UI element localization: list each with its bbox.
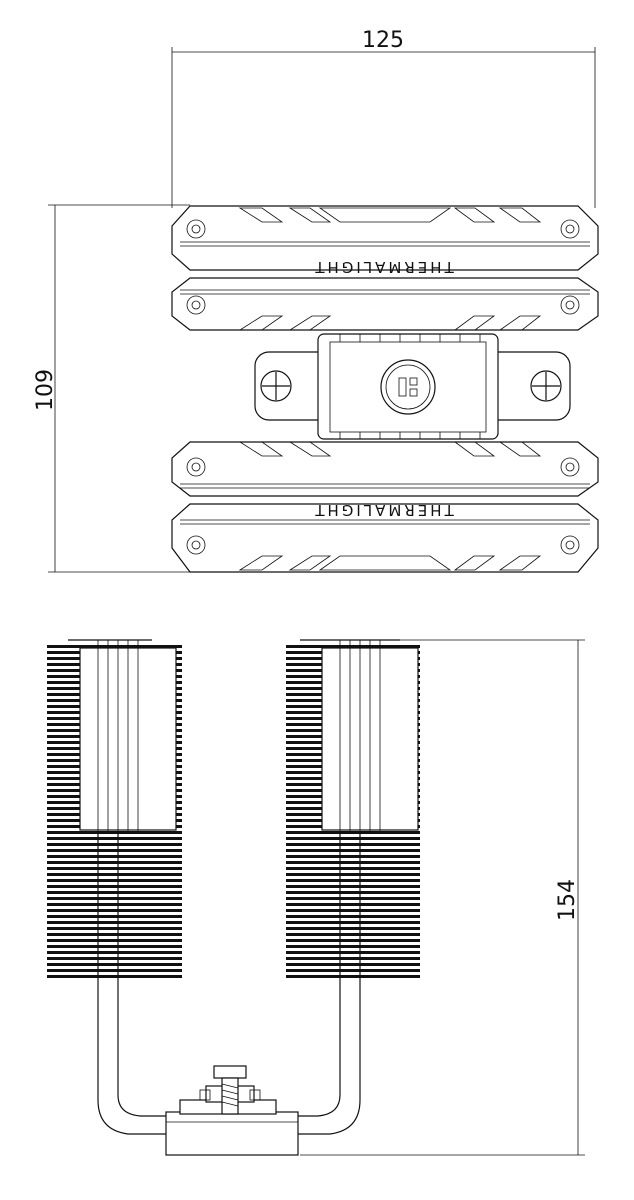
fin — [286, 885, 420, 888]
fin — [286, 861, 420, 864]
fin — [286, 849, 420, 852]
fin — [47, 855, 182, 858]
fin — [47, 969, 182, 972]
dimension-width-label: 125 — [362, 28, 404, 53]
fin — [47, 903, 182, 906]
fin — [47, 843, 182, 846]
top-view: 125 109 — [33, 28, 599, 573]
fin — [286, 831, 420, 834]
fin — [286, 915, 420, 918]
fin — [47, 933, 182, 936]
fin — [286, 945, 420, 948]
heatpipe-right — [296, 639, 419, 1135]
fin — [286, 969, 420, 972]
dimension-height-top-label: 109 — [33, 369, 58, 411]
fin — [47, 885, 182, 888]
fin — [286, 837, 420, 840]
fin — [47, 831, 182, 834]
fin-plate-upper: THERMALIGHT — [171, 205, 599, 331]
fin-plate-lower: THERMALIGHT — [171, 441, 599, 573]
fin — [47, 897, 182, 900]
fin — [47, 945, 182, 948]
fin — [286, 921, 420, 924]
fin — [286, 897, 420, 900]
fin — [286, 909, 420, 912]
fin — [47, 645, 182, 648]
dimension-height-side-label: 154 — [555, 879, 580, 921]
fin — [286, 933, 420, 936]
fin — [47, 915, 182, 918]
brand-label-upper: THERMALIGHT — [312, 258, 454, 276]
mounting-block — [254, 333, 571, 440]
fin — [286, 873, 420, 876]
fin — [286, 951, 420, 954]
fin — [47, 867, 182, 870]
fin — [47, 921, 182, 924]
brand-label-lower: THERMALIGHT — [312, 501, 454, 519]
fin — [47, 873, 182, 876]
fin — [286, 939, 420, 942]
fin — [47, 909, 182, 912]
fin — [47, 951, 182, 954]
fin — [47, 849, 182, 852]
fin — [286, 855, 420, 858]
heatpipe-left — [68, 639, 177, 1135]
fin — [286, 867, 420, 870]
fin — [47, 927, 182, 930]
fin — [47, 837, 182, 840]
fin — [286, 957, 420, 960]
dimension-height-side: 154 — [300, 639, 585, 1156]
fin — [286, 975, 420, 978]
fin — [286, 843, 420, 846]
base-block — [165, 1065, 299, 1156]
fin — [47, 879, 182, 882]
dimension-width: 125 — [171, 28, 596, 208]
fin — [47, 891, 182, 894]
fin — [286, 903, 420, 906]
fin — [286, 963, 420, 966]
fin — [47, 861, 182, 864]
dimension-height-top: 109 — [33, 204, 190, 573]
fin — [47, 963, 182, 966]
fin — [286, 879, 420, 882]
fin — [47, 939, 182, 942]
fin — [286, 927, 420, 930]
fin — [47, 957, 182, 960]
fin — [286, 645, 420, 648]
fin — [47, 975, 182, 978]
fin — [286, 891, 420, 894]
side-view: 154 — [47, 639, 585, 1156]
